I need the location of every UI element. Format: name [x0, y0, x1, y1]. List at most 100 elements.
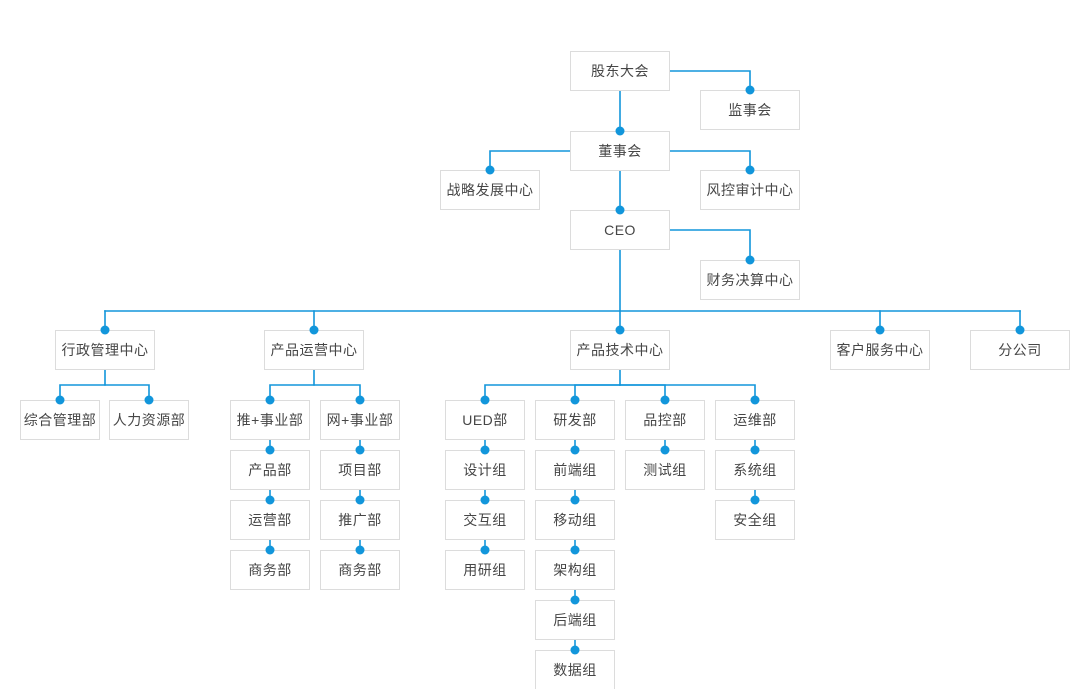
org-node-label: 财务决算中心 — [706, 271, 794, 288]
connector-dot-icon — [745, 85, 755, 95]
org-node-n36[interactable]: 后端组 — [535, 600, 615, 640]
connector-dot-icon — [1015, 325, 1025, 335]
connector-dot-icon — [355, 545, 365, 555]
org-node-label: 研发部 — [553, 411, 597, 428]
connector-dot-icon — [480, 395, 490, 405]
org-node-n3[interactable]: 董事会 — [570, 131, 670, 171]
org-node-n24[interactable]: 研发部 — [535, 400, 615, 440]
org-node-label: 移动组 — [553, 511, 597, 528]
org-node-n9[interactable]: 产品运营中心 — [264, 330, 364, 370]
org-node-n13[interactable]: 综合管理部 — [20, 400, 100, 440]
connector-dot-icon — [309, 325, 319, 335]
org-node-n4[interactable]: 战略发展中心 — [440, 170, 540, 210]
org-node-label: 设计组 — [463, 461, 507, 478]
org-node-label: 行政管理中心 — [61, 341, 149, 358]
org-node-label: 安全组 — [733, 511, 777, 528]
org-node-label: 网+事业部 — [326, 411, 394, 428]
org-node-n18[interactable]: 项目部 — [320, 450, 400, 490]
connector-dot-icon — [144, 395, 154, 405]
org-node-n12[interactable]: 分公司 — [970, 330, 1070, 370]
org-node-n23[interactable]: UED部 — [445, 400, 525, 440]
org-node-label: 客户服务中心 — [836, 341, 924, 358]
org-node-label: 分公司 — [998, 341, 1042, 358]
org-node-n11[interactable]: 客户服务中心 — [830, 330, 930, 370]
org-node-n8[interactable]: 行政管理中心 — [55, 330, 155, 370]
org-node-label: 运维部 — [733, 411, 777, 428]
org-node-n35[interactable]: 架构组 — [535, 550, 615, 590]
org-node-n7[interactable]: 财务决算中心 — [700, 260, 800, 300]
org-node-n33[interactable]: 安全组 — [715, 500, 795, 540]
org-node-label: 风控审计中心 — [706, 181, 794, 198]
connector-dot-icon — [100, 325, 110, 335]
connector-dot-icon — [745, 165, 755, 175]
connector-dot-icon — [570, 495, 580, 505]
org-node-label: 前端组 — [553, 461, 597, 478]
org-node-label: 商务部 — [248, 561, 292, 578]
org-node-label: 产品运营中心 — [270, 341, 358, 358]
org-node-n10[interactable]: 产品技术中心 — [570, 330, 670, 370]
org-node-label: UED部 — [462, 411, 508, 428]
org-node-label: 后端组 — [553, 611, 597, 628]
org-node-n26[interactable]: 运维部 — [715, 400, 795, 440]
org-node-n17[interactable]: 产品部 — [230, 450, 310, 490]
org-node-n21[interactable]: 商务部 — [230, 550, 310, 590]
org-node-n5[interactable]: 风控审计中心 — [700, 170, 800, 210]
org-node-n20[interactable]: 推广部 — [320, 500, 400, 540]
org-node-n19[interactable]: 运营部 — [230, 500, 310, 540]
connector-dot-icon — [750, 495, 760, 505]
connector-dot-icon — [485, 165, 495, 175]
org-node-n14[interactable]: 人力资源部 — [109, 400, 189, 440]
connector-dot-icon — [750, 445, 760, 455]
connector-dot-icon — [265, 495, 275, 505]
org-node-n6[interactable]: CEO — [570, 210, 670, 250]
org-node-label: 数据组 — [553, 661, 597, 678]
connector-dot-icon — [265, 545, 275, 555]
connector-dot-icon — [355, 445, 365, 455]
connector-dot-icon — [875, 325, 885, 335]
connector-dot-icon — [570, 395, 580, 405]
org-node-label: 战略发展中心 — [446, 181, 534, 198]
org-node-n37[interactable]: 数据组 — [535, 650, 615, 689]
connector-dot-icon — [265, 445, 275, 455]
org-node-label: 系统组 — [733, 461, 777, 478]
org-node-n1[interactable]: 股东大会 — [570, 51, 670, 91]
org-node-n27[interactable]: 设计组 — [445, 450, 525, 490]
connector-dot-icon — [265, 395, 275, 405]
connector-dot-icon — [615, 325, 625, 335]
org-node-label: 用研组 — [463, 561, 507, 578]
org-node-label: 推+事业部 — [236, 411, 304, 428]
org-node-n2[interactable]: 监事会 — [700, 90, 800, 130]
org-node-n32[interactable]: 移动组 — [535, 500, 615, 540]
connector-dot-icon — [615, 205, 625, 215]
org-node-label: 股东大会 — [591, 62, 649, 79]
org-node-label: 品控部 — [643, 411, 687, 428]
org-node-label: 产品部 — [248, 461, 292, 478]
org-node-n28[interactable]: 前端组 — [535, 450, 615, 490]
connector-dot-icon — [570, 445, 580, 455]
org-node-label: CEO — [604, 221, 636, 238]
connector-dot-icon — [660, 395, 670, 405]
org-node-label: 董事会 — [598, 142, 642, 159]
org-node-label: 测试组 — [643, 461, 687, 478]
org-node-label: 推广部 — [338, 511, 382, 528]
org-node-n29[interactable]: 测试组 — [625, 450, 705, 490]
connector-dot-icon — [480, 545, 490, 555]
connector-dot-icon — [480, 495, 490, 505]
org-node-label: 交互组 — [463, 511, 507, 528]
org-node-n25[interactable]: 品控部 — [625, 400, 705, 440]
org-node-n30[interactable]: 系统组 — [715, 450, 795, 490]
connector-dot-icon — [570, 595, 580, 605]
connector-dot-icon — [615, 126, 625, 136]
org-node-label: 项目部 — [338, 461, 382, 478]
connector-dot-icon — [570, 545, 580, 555]
org-node-n34[interactable]: 用研组 — [445, 550, 525, 590]
org-node-n15[interactable]: 推+事业部 — [230, 400, 310, 440]
org-node-label: 人力资源部 — [112, 411, 186, 428]
connector-dot-icon — [355, 395, 365, 405]
org-node-n31[interactable]: 交互组 — [445, 500, 525, 540]
connector-dot-icon — [660, 445, 670, 455]
org-node-label: 商务部 — [338, 561, 382, 578]
org-node-n16[interactable]: 网+事业部 — [320, 400, 400, 440]
org-node-n22[interactable]: 商务部 — [320, 550, 400, 590]
